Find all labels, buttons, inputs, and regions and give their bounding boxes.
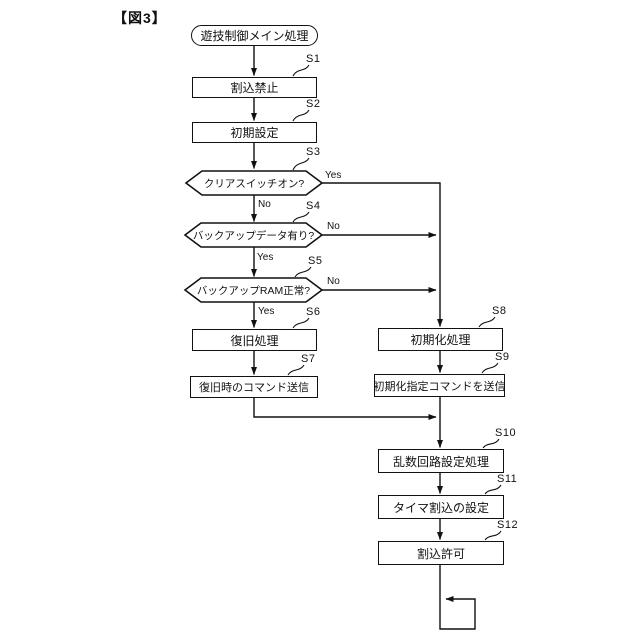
decision-s3-yes-label: Yes	[325, 170, 342, 181]
process-s8: 初期化処理	[378, 328, 503, 351]
step-label-s9: S9	[495, 351, 510, 363]
process-s11: タイマ割込の設定	[378, 495, 504, 519]
decision-s5-shape	[183, 277, 324, 303]
start-terminal: 遊技制御メイン処理	[191, 25, 318, 46]
step-label-s3: S3	[306, 146, 321, 158]
decision-s4-shape	[183, 222, 324, 248]
process-s9: 初期化指定コマンドを送信	[374, 374, 506, 397]
step-label-s4: S4	[306, 200, 321, 212]
decision-s4: バックアップデータ有り?	[192, 229, 315, 242]
process-s10: 乱数回路設定処理	[378, 449, 504, 473]
decision-s3-shape	[184, 170, 324, 196]
step-label-leaders	[287, 64, 502, 541]
flow-arrows	[251, 46, 476, 630]
step-label-s2: S2	[306, 98, 321, 110]
decision-s5-yes-label: Yes	[258, 306, 275, 317]
step-label-s1: S1	[306, 53, 321, 65]
process-s7: 復旧時のコマンド送信	[190, 376, 318, 398]
decision-s3: クリアスイッチオン?	[203, 177, 305, 190]
step-label-s7: S7	[301, 353, 316, 365]
process-s6: 復旧処理	[192, 329, 317, 351]
process-s2: 初期設定	[192, 122, 317, 143]
step-label-s5: S5	[308, 255, 323, 267]
process-s12: 割込許可	[378, 541, 504, 565]
decision-shapes	[183, 170, 324, 303]
step-label-s6: S6	[306, 306, 321, 318]
decision-s5-no-label: No	[327, 276, 340, 287]
decision-s4-no-label: No	[327, 221, 340, 232]
figure-title: 【図3】	[113, 10, 167, 26]
decision-s3-no-label: No	[258, 199, 271, 210]
process-s1: 割込禁止	[192, 77, 317, 98]
decision-s4-yes-label: Yes	[257, 252, 274, 263]
step-label-s8: S8	[492, 305, 507, 317]
step-label-s11: S11	[497, 473, 518, 485]
step-label-s12: S12	[497, 519, 519, 531]
decision-s5: バックアップRAM正常?	[196, 284, 311, 297]
step-label-s10: S10	[495, 427, 517, 439]
